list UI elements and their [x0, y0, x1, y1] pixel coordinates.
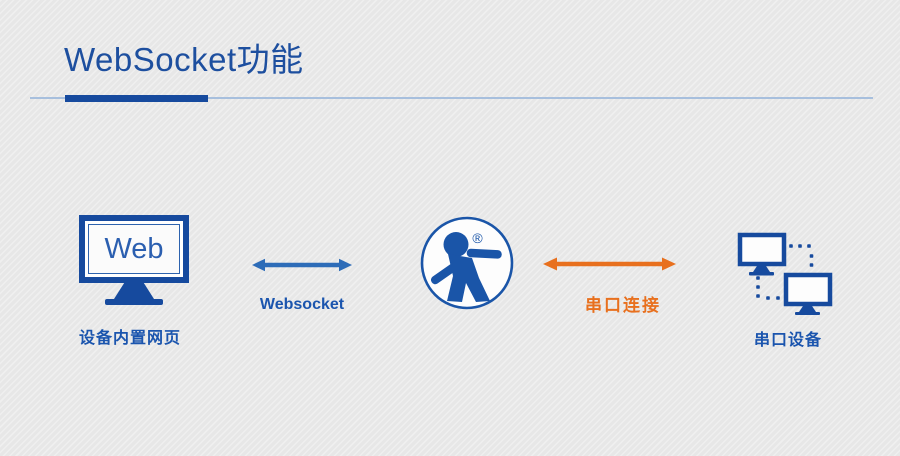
- serial-link-label: 串口连接: [585, 296, 661, 315]
- web-device-node: Web: [78, 215, 190, 305]
- title-underline-accent: [65, 95, 208, 102]
- monitor-stand-icon: [114, 282, 154, 299]
- serial-double-arrow-icon: [543, 257, 676, 271]
- networked-monitors-icon: [737, 232, 833, 315]
- usr-person-logo-icon: ®: [420, 216, 514, 310]
- websocket-double-arrow-icon: [252, 258, 352, 272]
- registered-trademark: ®: [472, 230, 483, 246]
- web-device-caption: 设备内置网页: [78, 330, 181, 347]
- serial-devices-caption: 串口设备: [753, 332, 822, 349]
- monitor-icon: Web: [79, 215, 189, 283]
- monitor-screen-label: Web: [104, 232, 164, 265]
- websocket-link-label: Websocket: [259, 296, 345, 313]
- page-title: WebSocket功能: [64, 41, 304, 78]
- monitor-screen: Web: [88, 224, 180, 274]
- title-underline-thin: [30, 97, 873, 99]
- monitor-base-icon: [105, 299, 163, 305]
